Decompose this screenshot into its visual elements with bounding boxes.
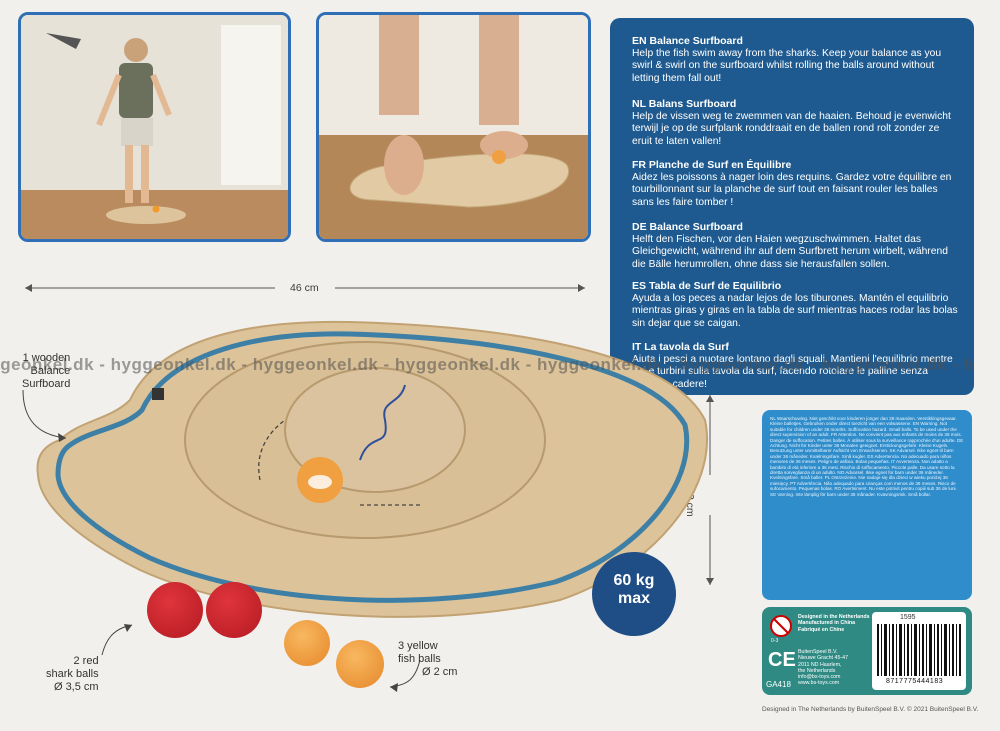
red-balls-label: 2 red shark balls Ø 3,5 cm [46, 655, 99, 693]
instruction-fr: FR Planche de Surf en Équilibre Aidez le… [632, 159, 952, 208]
age-label: 0-3 [771, 638, 779, 644]
red-shark-ball [206, 582, 262, 638]
warnings-panel: NL Waarschuwing. Niet geschikt voor kind… [762, 410, 972, 600]
manufacturer-panel: 0-3 Designed in the Netherlands Manufact… [762, 607, 972, 695]
board-label: 1 wooden Balance Surfboard [22, 352, 71, 390]
instructions-panel: EN Balance Surfboard Help the fish swim … [610, 18, 974, 395]
barcode: 1595 8717775444183 [872, 612, 966, 690]
company-address: BuitenSpeel B.V. Nieuwe Gracht 45-47 201… [798, 649, 849, 687]
height-dimension-line [706, 395, 714, 585]
footer-copyright: Designed in The Netherlands by BuitenSpe… [762, 706, 979, 713]
ce-mark: CE [768, 649, 796, 671]
yellow-fish-ball [336, 640, 384, 688]
width-label: 46 cm [290, 282, 319, 294]
instruction-de: DE Balance Surfboard Helft den Fischen, … [632, 221, 948, 270]
instruction-es: ES Tabla de Surf de Equilibrio Ayuda a l… [632, 280, 958, 329]
instruction-en: EN Balance Surfboard Help the fish swim … [632, 35, 942, 84]
max-weight-badge: 60 kg max [592, 552, 676, 636]
yellow-fish-ball [284, 620, 330, 666]
yellow-balls-label: 3 yellow fish balls Ø 2 cm [398, 640, 458, 678]
age-warning-icon [770, 615, 792, 637]
watermark-text: jgeonkel.dk - hyggeonkel.dk - hyggeonkel… [0, 355, 975, 374]
made-in-text: Designed in the Netherlands Manufactured… [798, 614, 870, 633]
article-number: GA418 [766, 680, 791, 689]
red-balls-arrow [101, 624, 133, 656]
photo-feet-on-board [316, 12, 591, 242]
surfboard [36, 320, 708, 618]
board-arrow [22, 390, 67, 442]
red-shark-ball [147, 582, 203, 638]
width-dimension-line [25, 284, 585, 292]
yellow-balls-arrow [389, 659, 421, 692]
instruction-nl: NL Balans Surfboard Help de vissen weg t… [632, 98, 951, 147]
photo-child-on-board [18, 12, 291, 242]
